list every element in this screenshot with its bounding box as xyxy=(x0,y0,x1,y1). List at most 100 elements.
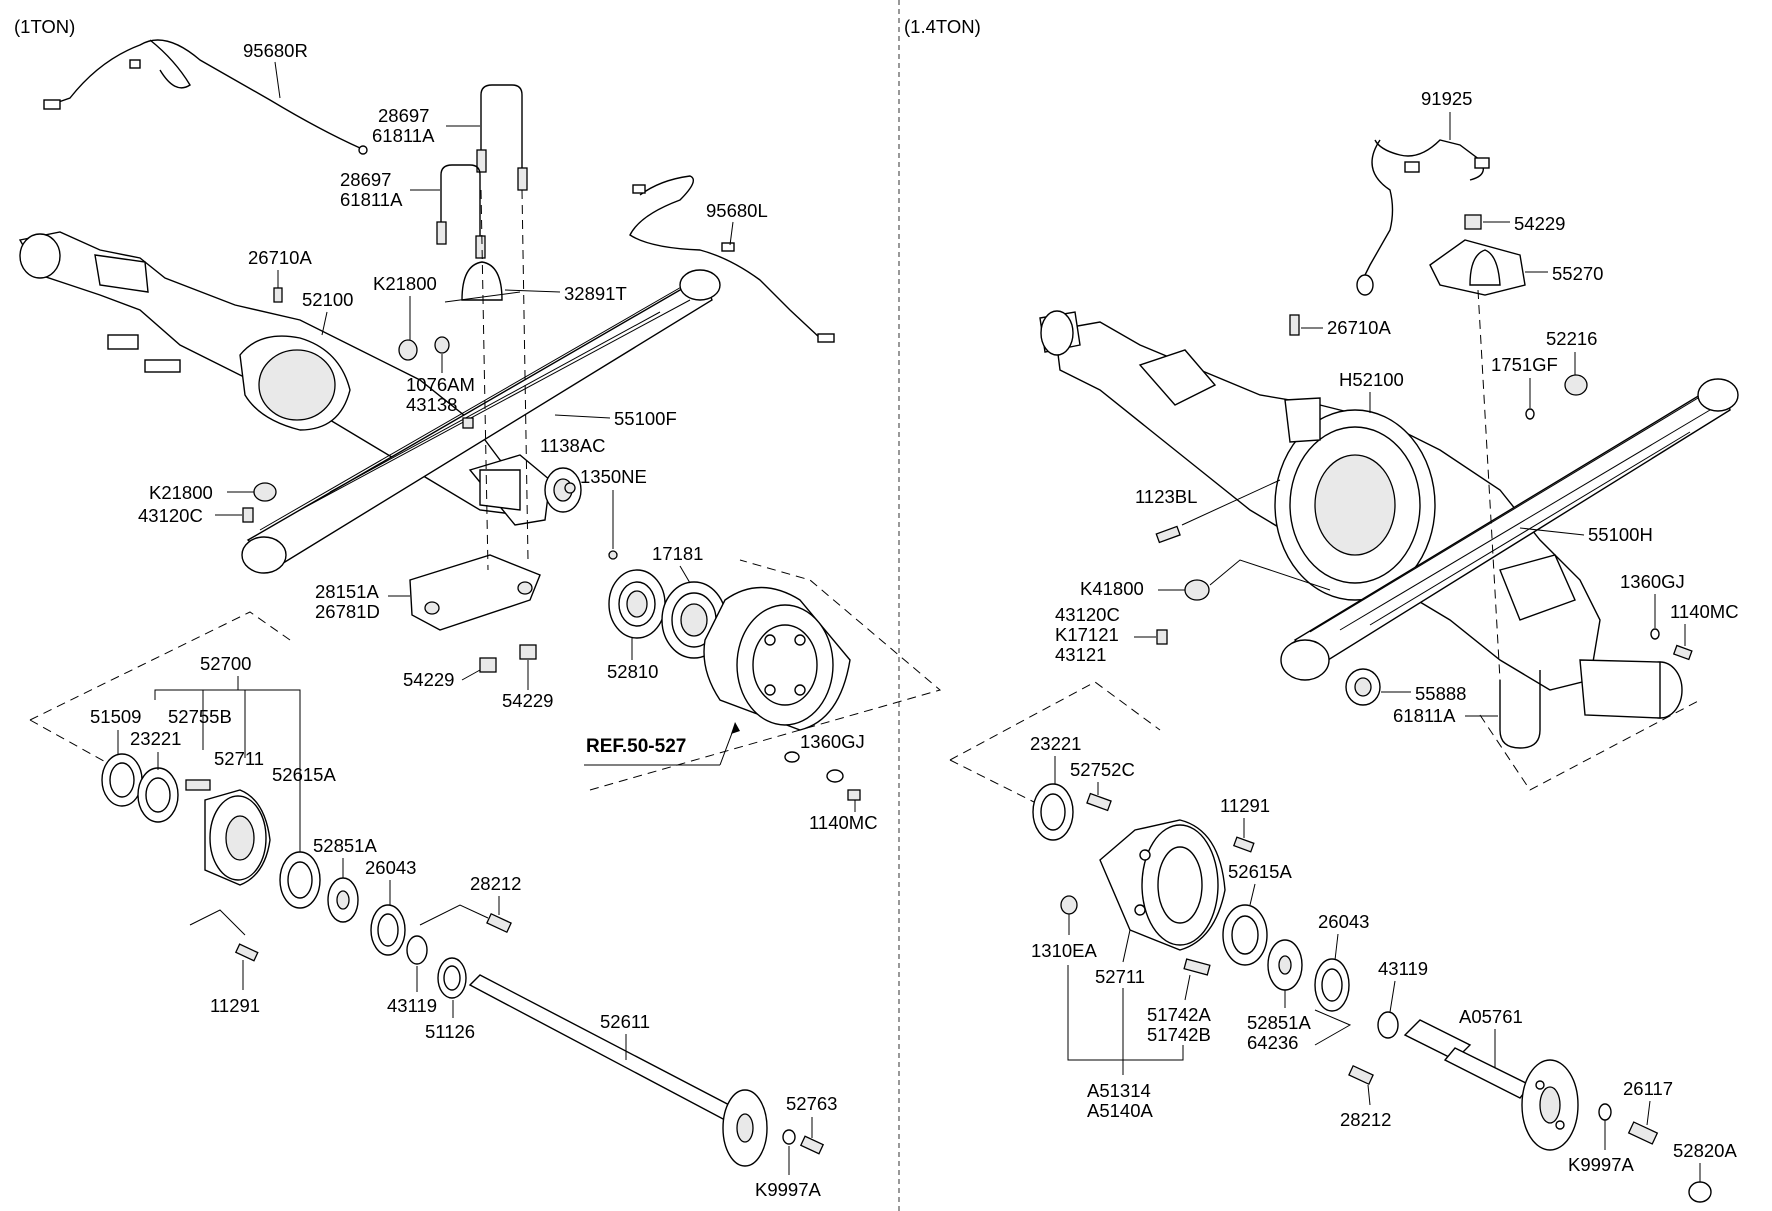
tone-ring-26043 xyxy=(370,904,406,956)
section-title-1-4ton: (1.4TON) xyxy=(904,16,981,37)
label-52216: 52216 xyxy=(1546,328,1597,349)
axle-housing-1-4ton xyxy=(1039,310,1683,719)
label-K21800-a: K21800 xyxy=(373,273,437,294)
label-43119: 43119 xyxy=(387,995,437,1016)
label-52611: 52611 xyxy=(600,1011,650,1032)
label-28697-b: 28697 xyxy=(340,169,391,190)
washer-1360GJ xyxy=(784,751,800,763)
leader-52711-r xyxy=(1122,929,1131,963)
ubolt-guide-b xyxy=(521,189,529,561)
drum-dash-frame xyxy=(589,559,942,791)
leader-1123BL xyxy=(1181,479,1281,526)
bracket-A51314 xyxy=(1067,965,1184,1061)
bolt-52755B xyxy=(185,779,211,791)
label-1076AM: 1076AM xyxy=(406,374,475,395)
stud-51742A xyxy=(1183,958,1211,976)
label-28212-r: 28212 xyxy=(1340,1109,1391,1130)
plug-K21800-b xyxy=(253,482,277,502)
section-title-1ton: (1TON) xyxy=(14,16,75,37)
label-55100F: 55100F xyxy=(614,408,677,429)
bolt-52752C xyxy=(1086,792,1112,812)
leader-55100H xyxy=(1519,527,1585,536)
label-52851A-r: 52851A xyxy=(1247,1012,1311,1033)
snap-ring-52820A xyxy=(1688,1181,1712,1203)
label-43120C: 43120C xyxy=(138,505,203,526)
label-55888: 55888 xyxy=(1415,683,1466,704)
bracket-52700 xyxy=(154,689,301,855)
bolt-52763 xyxy=(799,1135,825,1155)
abs-sensor-cable-left xyxy=(629,175,835,343)
label-K9997A: K9997A xyxy=(755,1179,821,1200)
u-bolt-61811A-r xyxy=(1499,670,1541,749)
label-1310EA: 1310EA xyxy=(1031,940,1097,961)
label-52755B: 52755B xyxy=(168,706,232,727)
seal-51509 xyxy=(101,753,143,807)
leader-95680L xyxy=(729,221,734,246)
label-32891T: 32891T xyxy=(564,283,627,304)
bearing-52615A xyxy=(279,851,321,909)
plug-K21800 xyxy=(398,339,418,361)
axle-shaft-A05761 xyxy=(1403,1019,1579,1151)
hub-dash-top-r xyxy=(949,681,1161,761)
clip-1751GF xyxy=(1525,408,1535,420)
hub-bolt-guide xyxy=(189,909,246,936)
label-26710A-r: 26710A xyxy=(1327,317,1391,338)
leader-55100F xyxy=(554,414,611,419)
leader-26117 xyxy=(1646,1100,1651,1126)
label-11291-r: 11291 xyxy=(1220,795,1270,816)
label-43138: 43138 xyxy=(406,394,457,415)
label-1140MC: 1140MC xyxy=(809,812,878,833)
ubolt-guide-r xyxy=(1477,289,1501,681)
label-61811A-r: 61811A xyxy=(1393,705,1456,726)
label-1140MC-r: 1140MC xyxy=(1670,601,1739,622)
bolt-1140MC xyxy=(847,789,861,801)
label-ref-50-527: REF.50-527 xyxy=(586,736,686,757)
nut-54229-a xyxy=(479,657,497,673)
washer-1360GJ-r xyxy=(1650,628,1660,640)
housing-dash-right xyxy=(1479,699,1701,791)
leader-28212-r xyxy=(1367,1084,1371,1106)
label-1123BL: 1123BL xyxy=(1135,486,1197,507)
label-A51314: A51314 xyxy=(1087,1080,1151,1101)
label-54229-r: 54229 xyxy=(1514,213,1565,234)
label-26781D: 26781D xyxy=(315,601,380,622)
leader-43119-r xyxy=(1389,980,1396,1013)
label-28697-a: 28697 xyxy=(378,105,429,126)
right-assembly: 91925 54229 55270 26710A 52216 1751GF xyxy=(949,88,1739,1203)
label-A5140A: A5140A xyxy=(1087,1100,1153,1121)
leader-54229-a xyxy=(461,669,481,681)
hub-dash-top xyxy=(29,611,291,721)
label-51509: 51509 xyxy=(90,706,141,727)
seal-51126 xyxy=(437,957,467,999)
nut-1310EA xyxy=(1060,895,1078,915)
bolt-28212-r-guide xyxy=(1314,1009,1352,1046)
label-K17121: K17121 xyxy=(1055,624,1119,645)
ref-arrowhead xyxy=(731,722,740,734)
label-23221: 23221 xyxy=(130,728,181,749)
leaf-spring-55100F xyxy=(241,269,721,574)
label-1360GJ-r: 1360GJ xyxy=(1620,571,1685,592)
label-52615A: 52615A xyxy=(272,764,336,785)
snap-ring-43119 xyxy=(406,935,428,965)
label-52763: 52763 xyxy=(786,1093,837,1114)
label-52752C: 52752C xyxy=(1070,759,1135,780)
nut-54229-b xyxy=(519,644,537,660)
label-95680L: 95680L xyxy=(706,200,768,221)
label-K21800-b: K21800 xyxy=(149,482,213,503)
plug-1076AM xyxy=(434,336,450,354)
plug-43120C-r xyxy=(1156,629,1168,645)
label-43121: 43121 xyxy=(1055,644,1106,665)
breather-26710A xyxy=(273,287,283,303)
plug-43120C xyxy=(242,507,254,523)
leader-26043-r xyxy=(1334,933,1339,961)
label-61811A-b: 61811A xyxy=(340,189,403,210)
label-1350NE: 1350NE xyxy=(580,466,647,487)
hub-dash-left-r xyxy=(949,759,1041,806)
label-11291: 11291 xyxy=(210,995,260,1016)
leader-17181 xyxy=(679,565,691,584)
leader-52615A-r xyxy=(1249,883,1256,906)
nut-52216 xyxy=(1564,374,1588,396)
washer-1140MC xyxy=(826,769,844,783)
label-26043-r: 26043 xyxy=(1318,911,1369,932)
